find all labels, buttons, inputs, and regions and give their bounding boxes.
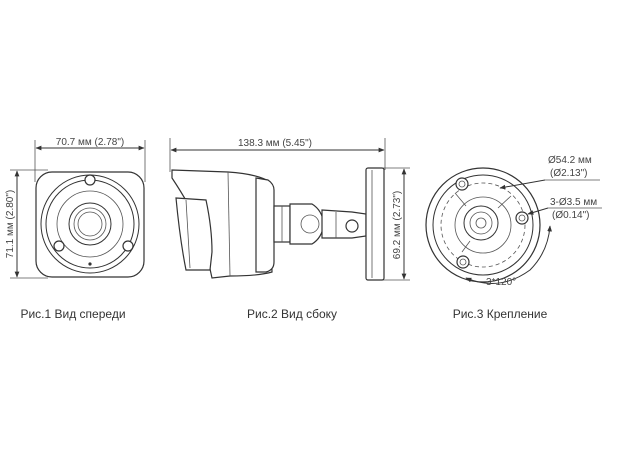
mount-holes-label-in: (Ø0.14")	[552, 210, 589, 221]
side-bracket-arm	[321, 209, 367, 239]
front-housing	[35, 171, 145, 278]
mount-view-caption: Рис.3 Крепление	[453, 307, 548, 321]
side-length-label: 138.3 мм (5.45")	[238, 138, 312, 149]
side-base-plate	[365, 167, 385, 281]
side-rear-body	[255, 177, 275, 273]
mount-base-outer	[425, 167, 541, 283]
front-width-label: 70.7 мм (2.78")	[56, 137, 124, 148]
mount-diameter-label-in: (Ø2.13")	[550, 168, 587, 179]
mount-holes-label: 3-Ø3.5 мм	[550, 197, 597, 208]
mount-diameter-leader	[499, 179, 546, 190]
mount-angle-label: 3*120°	[486, 277, 516, 288]
mount-hole-icon	[515, 211, 529, 225]
mount-hole-icon	[456, 255, 470, 269]
side-view-caption: Рис.2 Вид сбоку	[247, 307, 337, 321]
side-height-label: 69.2 мм (2.73")	[392, 191, 403, 259]
front-screw-icon	[53, 240, 65, 252]
side-front-housing	[175, 197, 213, 271]
mount-diameter-label: Ø54.2 мм	[548, 155, 592, 166]
side-view: 138.3 мм (5.45") 69.2 мм (2.73")	[169, 138, 410, 281]
front-view: 70.7 мм (2.78") 71.1 мм (2.80")	[5, 137, 146, 279]
mount-hole-icon	[455, 177, 469, 191]
mount-angle-arc	[465, 225, 552, 284]
front-lens	[68, 202, 112, 246]
front-screw-icon	[122, 240, 134, 252]
front-led-dot	[88, 262, 92, 266]
mount-holes-leader	[527, 207, 549, 215]
front-screw-icon	[84, 174, 96, 186]
mount-view: Ø54.2 мм (Ø2.13") 3-Ø3.5 мм (Ø0.14") 3*1…	[425, 155, 602, 288]
front-view-caption: Рис.1 Вид спереди	[20, 307, 125, 321]
front-height-label: 71.1 мм (2.80")	[5, 190, 16, 258]
